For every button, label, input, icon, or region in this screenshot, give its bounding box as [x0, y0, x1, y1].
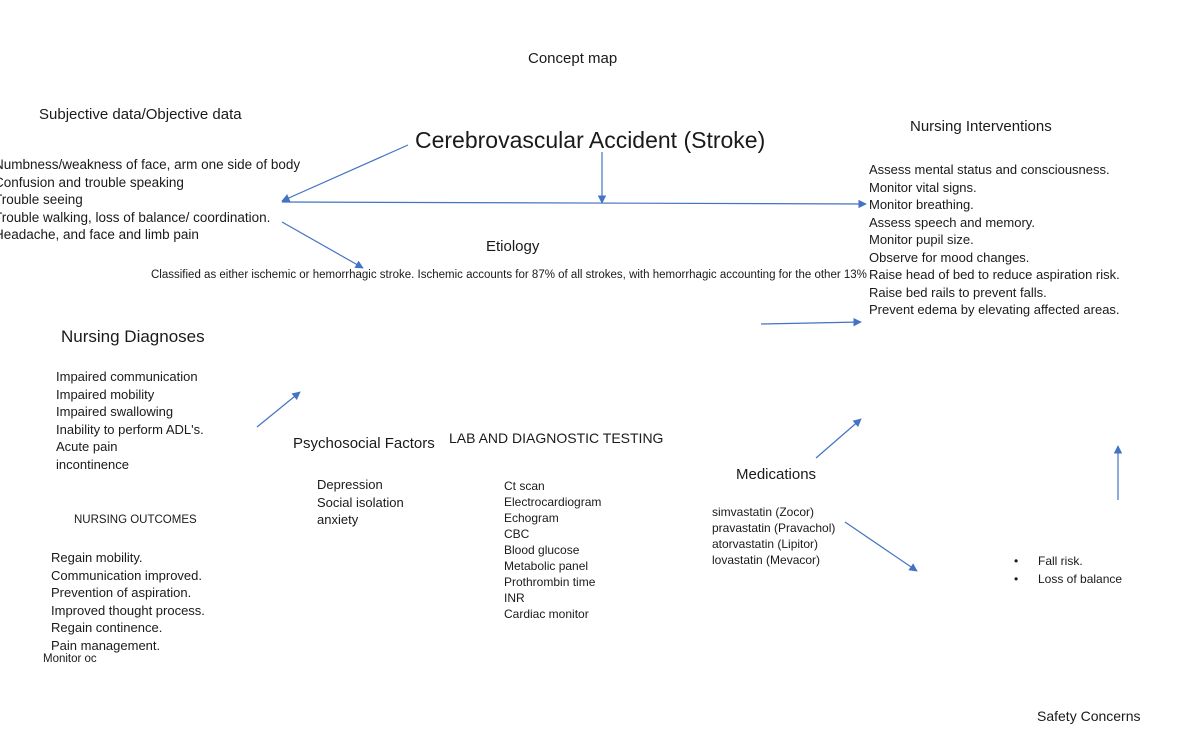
list-item: Prevention of aspiration. [51, 585, 192, 600]
list-item: anxiety [317, 512, 359, 527]
list-item: Ct scan [504, 479, 545, 493]
subjective-objective-heading: Subjective data/Objective data [39, 106, 242, 123]
etiology-heading: Etiology [486, 238, 540, 255]
bullet-icon: • [1014, 571, 1019, 586]
list-item: Confusion and trouble speaking [0, 174, 184, 190]
arrow-to-subjective [281, 144, 409, 202]
list-item: Depression [317, 477, 383, 492]
list-item: atorvastatin (Lipitor) [712, 537, 819, 551]
list-item: INR [504, 591, 525, 605]
arrow-medications-to-safety [844, 521, 918, 572]
list-item: Cardiac monitor [504, 607, 589, 621]
list-item: Observe for mood changes. [869, 249, 1030, 265]
arrow-to-interventions [281, 199, 867, 209]
arrow-medications-to-interventions [815, 418, 862, 459]
list-item: Raise bed rails to prevent falls. [869, 284, 1047, 300]
list-item: Communication improved. [51, 567, 203, 583]
list-item: Echogram [504, 511, 559, 525]
list-item: Impaired swallowing [56, 404, 174, 419]
list-item: Blood glucose [504, 543, 580, 557]
list-item: Metabolic panel [504, 559, 589, 573]
list-item: Monitor pupil size. [869, 232, 974, 247]
page-title: Concept map [528, 50, 618, 67]
medications-heading: Medications [736, 466, 817, 483]
outcomes-heading: NURSING OUTCOMES [74, 514, 197, 526]
subjective-objective-list: Numbness/weakness of face, arm one side … [0, 156, 300, 244]
list-item: pravastatin (Pravachol) [712, 521, 836, 535]
diagnoses-heading: Nursing Diagnoses [61, 327, 205, 346]
list-item: Impaired mobility [56, 386, 155, 402]
list-item: Assess speech and memory. [869, 214, 1035, 230]
bullet-icon: • [1014, 554, 1019, 568]
lab-heading: LAB AND DIAGNOSTIC TESTING [449, 430, 664, 446]
list-item: Trouble walking, loss of balance/ coordi… [0, 209, 271, 225]
list-item: Numbness/weakness of face, arm one side … [0, 157, 301, 172]
list-item: Assess mental status and consciousness. [869, 162, 1110, 177]
safety-heading: Safety Concerns [1037, 708, 1141, 724]
list-item: Prevent edema by elevating affected area… [869, 302, 1120, 317]
list-item: Acute pain [56, 439, 118, 454]
diagnoses-list: Impaired communication Impaired mobility… [56, 368, 204, 473]
list-item: lovastatin (Mevacor) [712, 553, 821, 567]
outcomes-list: Regain mobility. Communication improved.… [51, 549, 205, 654]
list-item: Monitor vital signs. [869, 179, 977, 195]
list-item: Regain mobility. [51, 550, 143, 565]
central-topic: Cerebrovascular Accident (Stroke) [415, 127, 766, 153]
psychosocial-list: Depression Social isolation anxiety [317, 476, 404, 529]
list-item: Pain management. [51, 637, 161, 653]
list-item: Inability to perform ADL's. [56, 421, 204, 437]
etiology-text: Classified as either ischemic or hemorrh… [151, 269, 867, 281]
list-item: incontinence [56, 456, 129, 472]
list-item: Social isolation [317, 494, 404, 510]
list-item: Electrocardiogram [504, 495, 602, 509]
interventions-list: Assess mental status and consciousness. … [869, 161, 1120, 319]
list-item: Trouble seeing [0, 192, 83, 207]
safety-list: •Fall risk. •Loss of balance [1014, 553, 1122, 588]
list-item: CBC [504, 527, 530, 541]
interventions-heading: Nursing Interventions [910, 118, 1052, 135]
outcomes-note: Monitor oc [43, 653, 97, 665]
psychosocial-heading: Psychosocial Factors [293, 435, 435, 452]
list-item: Improved thought process. [51, 602, 205, 618]
arrow-diagnoses-to-psychosocial [256, 391, 301, 428]
list-item: simvastatin (Zocor) [712, 505, 815, 519]
list-item: •Fall risk. [1014, 553, 1122, 571]
list-item: Impaired communication [56, 369, 198, 384]
list-item: Prothrombin time [504, 575, 596, 589]
list-item: Regain continence. [51, 620, 163, 635]
medications-list: simvastatin (Zocor) pravastatin (Pravach… [712, 504, 835, 568]
list-item: Monitor breathing. [869, 197, 974, 212]
list-item: Raise head of bed to reduce aspiration r… [869, 267, 1120, 282]
list-item: Headache, and face and limb pain [0, 227, 199, 242]
list-item: •Loss of balance [1014, 571, 1122, 589]
lab-list: Ct scan Electrocardiogram Echogram CBC B… [504, 478, 601, 622]
arrow-etiology-to-interventions [760, 317, 862, 327]
